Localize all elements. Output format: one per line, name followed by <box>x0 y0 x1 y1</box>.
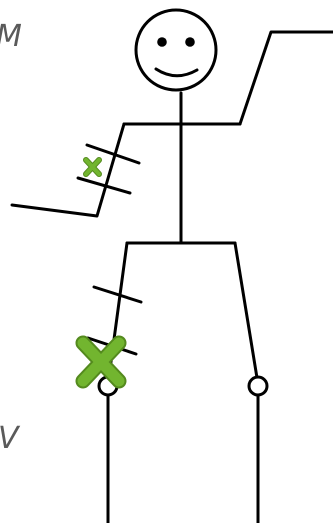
partial-letter-bottom: V <box>0 421 19 456</box>
partial-letter-top: M <box>0 22 22 52</box>
head <box>134 8 218 92</box>
mouth <box>154 67 199 78</box>
left-leg-tick-upper <box>92 285 143 304</box>
raised-right-arm <box>238 30 333 126</box>
left-arm-tick-upper <box>85 143 141 165</box>
right-knee-joint[interactable] <box>247 375 269 397</box>
small-x-marker[interactable] <box>83 157 102 177</box>
left-eye <box>157 37 167 47</box>
right-eye <box>185 37 195 47</box>
large-x-marker[interactable] <box>75 335 127 389</box>
left-arm <box>10 122 126 218</box>
left-arm-tick-lower <box>76 176 132 195</box>
